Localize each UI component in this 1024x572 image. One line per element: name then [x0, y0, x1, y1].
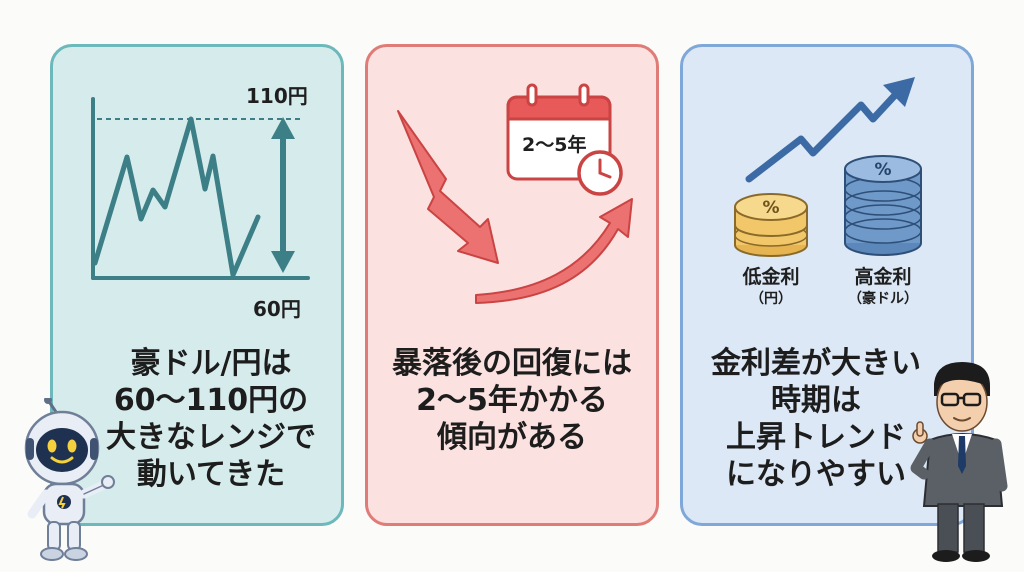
range-chart-icon: [91, 97, 310, 280]
label-60-yen: 60円: [253, 297, 301, 321]
coin-stack-icon: %: [844, 155, 922, 256]
svg-text:%: %: [874, 160, 891, 180]
low-rate-label: 低金利 （円）: [742, 266, 800, 307]
panel-1-caption: 豪ドル/円は 60〜110円の 大きなレンジで 動いてきた: [106, 346, 316, 492]
robot-mascot: [24, 398, 115, 561]
panel-2-caption: 暴落後の回復には 2〜5年かかる 傾向がある: [392, 346, 632, 455]
panel-recovery: 2〜5年 暴落後の回復には 2〜5年かかる 傾向がある: [365, 44, 659, 526]
panel-3-caption: 金利差が大きい 時期は 上昇トレンド になりやすい: [711, 346, 921, 492]
label-110-yen: 110円: [246, 84, 308, 108]
coin-stack-icon: %: [734, 193, 808, 257]
svg-text:%: %: [762, 198, 779, 218]
high-rate-label: 高金利 （豪ドル）: [848, 266, 918, 307]
businessman-mascot: [910, 362, 1008, 562]
calendar-label: 2〜5年: [522, 134, 587, 156]
range-arrow-icon: [271, 117, 295, 273]
trend-arrow-icon: [745, 77, 915, 183]
down-arrow-icon: [397, 110, 499, 264]
clock-icon: [577, 150, 623, 196]
up-arrow-icon: [475, 198, 633, 304]
